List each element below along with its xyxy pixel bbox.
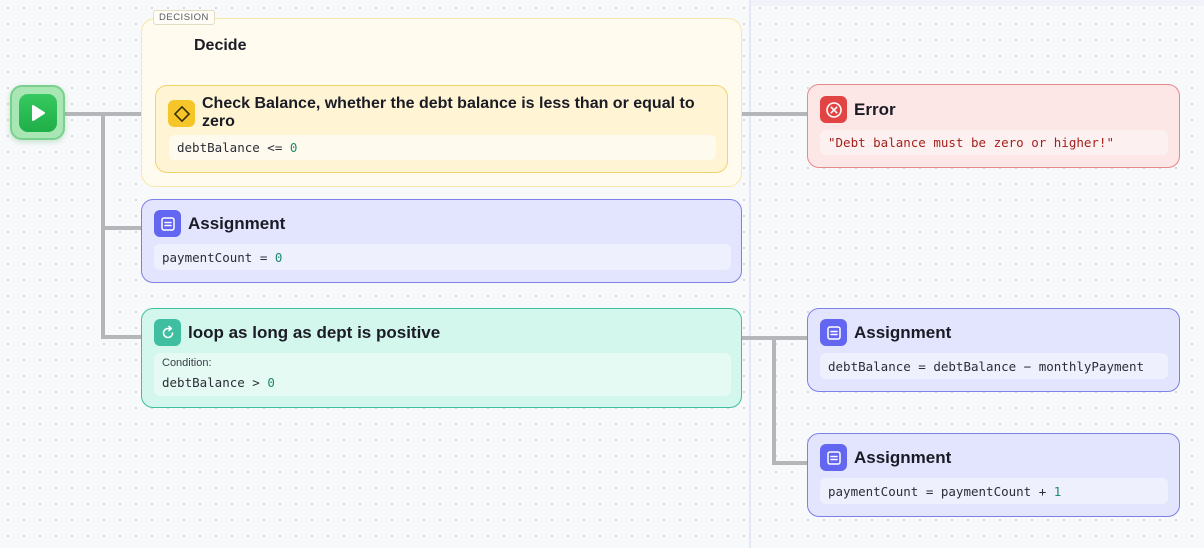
start-node[interactable]	[10, 85, 65, 140]
lane-divider	[749, 0, 751, 548]
connector-decision-to-error	[742, 112, 808, 116]
assignment-node-debt-balance[interactable]: Assignment debtBalance = debtBalance − m…	[807, 308, 1180, 392]
error-title: Error	[854, 100, 896, 119]
code-number: 0	[289, 140, 298, 155]
loop-node[interactable]: loop as long as dept is positive Conditi…	[141, 308, 742, 408]
code-number: 0	[267, 375, 275, 390]
x-circle-icon	[820, 96, 847, 123]
connector-to-loop	[101, 335, 142, 339]
assignment-title: Assignment	[188, 214, 286, 233]
connector-branch-trunk	[101, 112, 105, 339]
loop-condition-code: debtBalance > 0	[162, 375, 275, 390]
decision-title: Decide	[194, 37, 247, 54]
assignment-code: paymentCount = 0	[154, 244, 731, 270]
list-icon	[154, 210, 181, 237]
check-balance-node[interactable]: Check Balance, whether the debt balance …	[155, 85, 728, 173]
loop-arrow-icon	[154, 319, 181, 346]
assignment-node-payment-count-increment[interactable]: Assignment paymentCount = paymentCount +…	[807, 433, 1180, 517]
play-icon	[18, 93, 57, 132]
error-message: "Debt balance must be zero or higher!"	[820, 130, 1168, 155]
decision-tag: DECISION	[153, 10, 215, 25]
assignment-title: Assignment	[854, 323, 952, 342]
loop-condition-label: Condition:	[162, 357, 212, 369]
error-node[interactable]: Error "Debt balance must be zero or high…	[807, 84, 1180, 168]
assignment-code: paymentCount = paymentCount + 1	[820, 478, 1168, 504]
code-text: paymentCount =	[162, 249, 275, 265]
assignment-code: debtBalance = debtBalance − monthlyPayme…	[820, 353, 1168, 379]
loop-title: loop as long as dept is positive	[188, 323, 441, 342]
connector-to-assignment-3	[772, 461, 808, 465]
code-number: 0	[274, 249, 283, 265]
list-icon	[820, 444, 847, 471]
diamond-icon	[168, 100, 195, 127]
connector-to-assignment	[101, 226, 142, 230]
assignment-node-payment-count-init[interactable]: Assignment paymentCount = 0	[141, 199, 742, 283]
connector-loop-trunk	[772, 336, 776, 465]
check-balance-title: Check Balance, whether the debt balance …	[202, 95, 695, 130]
code-text: paymentCount = paymentCount +	[828, 483, 1054, 499]
assignment-title: Assignment	[854, 448, 952, 467]
check-balance-condition: debtBalance <= 0	[169, 135, 716, 160]
code-text: debtBalance <=	[177, 140, 290, 155]
lane-header-strip	[751, 0, 1204, 6]
loop-condition-box: Condition: debtBalance > 0	[154, 353, 731, 396]
code-text: debtBalance >	[162, 375, 268, 390]
list-icon	[820, 319, 847, 346]
code-number: 1	[1053, 483, 1062, 499]
